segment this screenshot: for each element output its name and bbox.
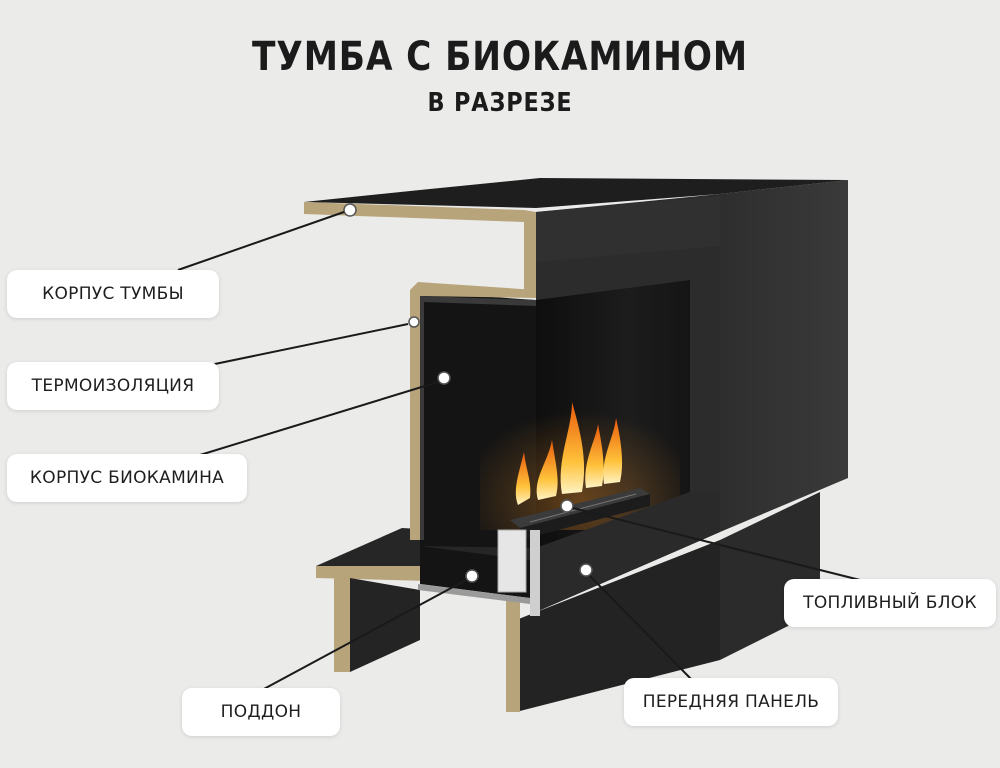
label-front-panel: ПЕРЕДНЯЯ ПАНЕЛЬ [624, 678, 838, 726]
marker-cabinet-body [343, 203, 357, 217]
page-subtitle: В РАЗРЕЗЕ [427, 88, 573, 118]
leader-tray [261, 579, 467, 691]
tray-lip [418, 584, 530, 604]
leader-front-panel [589, 575, 693, 681]
marker-insulation [408, 316, 420, 328]
marker-front-panel [579, 563, 593, 577]
bottom-leg-right [506, 600, 520, 712]
leader-insulation [209, 323, 409, 366]
cabinet-right-side [720, 180, 848, 532]
marker-biofireplace-body [437, 371, 451, 385]
flame-1 [515, 452, 531, 505]
top-shelf-back [536, 196, 720, 262]
page-title: ТУМБА С БИОКАМИНОМ [251, 34, 749, 80]
front-panel-cut [530, 530, 540, 616]
leader-biofireplace-body [199, 381, 439, 456]
label-cabinet-body: КОРПУС ТУМБЫ [7, 270, 219, 318]
marker-tray [465, 569, 479, 583]
bottom-leg-left-inner [350, 578, 420, 672]
label-thermal-insulation: ТЕРМОИЗОЛЯЦИЯ [7, 362, 219, 410]
flame-5 [603, 418, 623, 484]
front-panel-face [536, 492, 720, 612]
top-shelf-edge [304, 202, 524, 222]
bottom-leg-left [334, 578, 350, 672]
leader-fuel-block [572, 507, 861, 581]
fuel-canister [497, 529, 527, 593]
top-shelf-drop [524, 210, 536, 290]
label-biofireplace-body: КОРПУС БИОКАМИНА [7, 454, 247, 502]
leader-cabinet-body [177, 211, 345, 271]
marker-fuel-block [560, 499, 574, 513]
flame-4 [585, 424, 604, 488]
flame-2 [536, 440, 558, 500]
plinth-front [516, 540, 720, 712]
label-tray: ПОДДОН [182, 688, 340, 736]
flame-3 [560, 402, 585, 494]
fuel-block-front [520, 494, 650, 540]
label-fuel-block: ТОПЛИВНЫЙ БЛОК [784, 579, 996, 627]
top-shelf-top [304, 178, 848, 208]
